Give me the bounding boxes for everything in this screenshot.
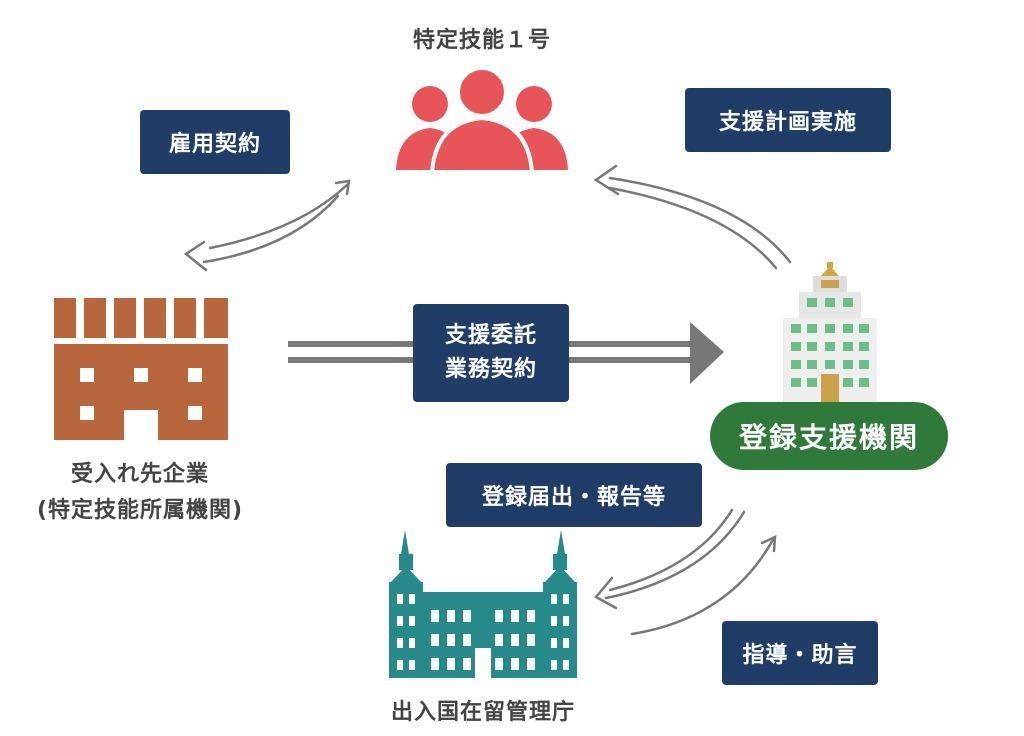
support-contract-line2: 業務契約 [444, 357, 537, 382]
government-building-icon [389, 530, 577, 678]
company-label-line2: (特定技能所属機関) [36, 498, 244, 523]
arrow-guidance [630, 536, 776, 636]
arrow-employment-up [208, 182, 350, 250]
immigration-label: 出入国在留管理庁 [390, 700, 575, 725]
arrow-support-plan [608, 176, 792, 264]
registration-report-label: 登録届出・報告等 [446, 463, 702, 527]
people-icon [396, 66, 568, 174]
support-contract-label: 支援委託 業務契約 [413, 304, 569, 402]
arrow-registration [604, 510, 746, 600]
arrow-employment-down [202, 194, 340, 264]
support-plan-label: 支援計画実施 [685, 88, 891, 152]
company-label-line1: 受入れ先企業 [70, 462, 209, 487]
employment-contract-label: 雇用契約 [140, 110, 290, 174]
support-org-label: 登録支援機関 [710, 402, 948, 470]
factory-icon [54, 298, 228, 440]
worker-label: 特定技能１号 [412, 28, 551, 53]
support-contract-line1: 支援委託 [444, 323, 537, 348]
guidance-advice-label: 指導・助言 [722, 621, 878, 685]
